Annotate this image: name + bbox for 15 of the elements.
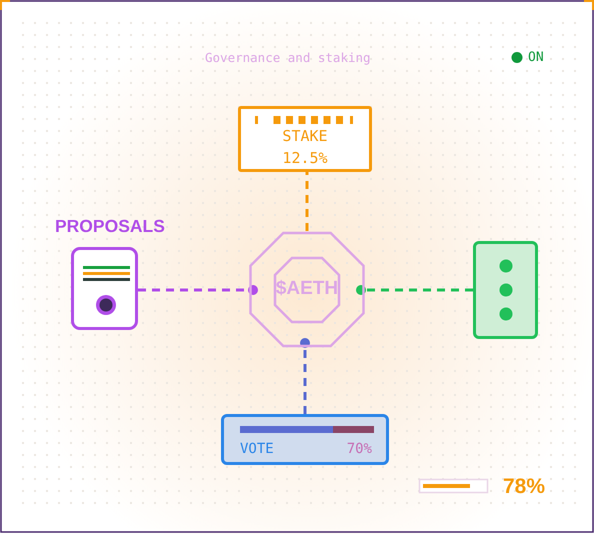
connector — [138, 285, 258, 295]
token-label: $AETH — [274, 278, 340, 300]
title: Governance and staking — [205, 50, 371, 65]
percentage-label: 78% — [503, 475, 546, 499]
stake-box — [238, 106, 372, 172]
indicator-box — [473, 241, 538, 339]
vote-box — [221, 414, 389, 465]
status-label: ON — [528, 50, 544, 65]
card-heading: PROPOSALS — [55, 216, 165, 237]
box-heading: VOTE — [240, 441, 274, 457]
connector — [300, 338, 310, 414]
connector — [356, 285, 473, 295]
value-label: 70% — [346, 441, 372, 457]
value-label: 12.5% — [281, 149, 329, 167]
box-heading: STAKE — [281, 127, 329, 145]
